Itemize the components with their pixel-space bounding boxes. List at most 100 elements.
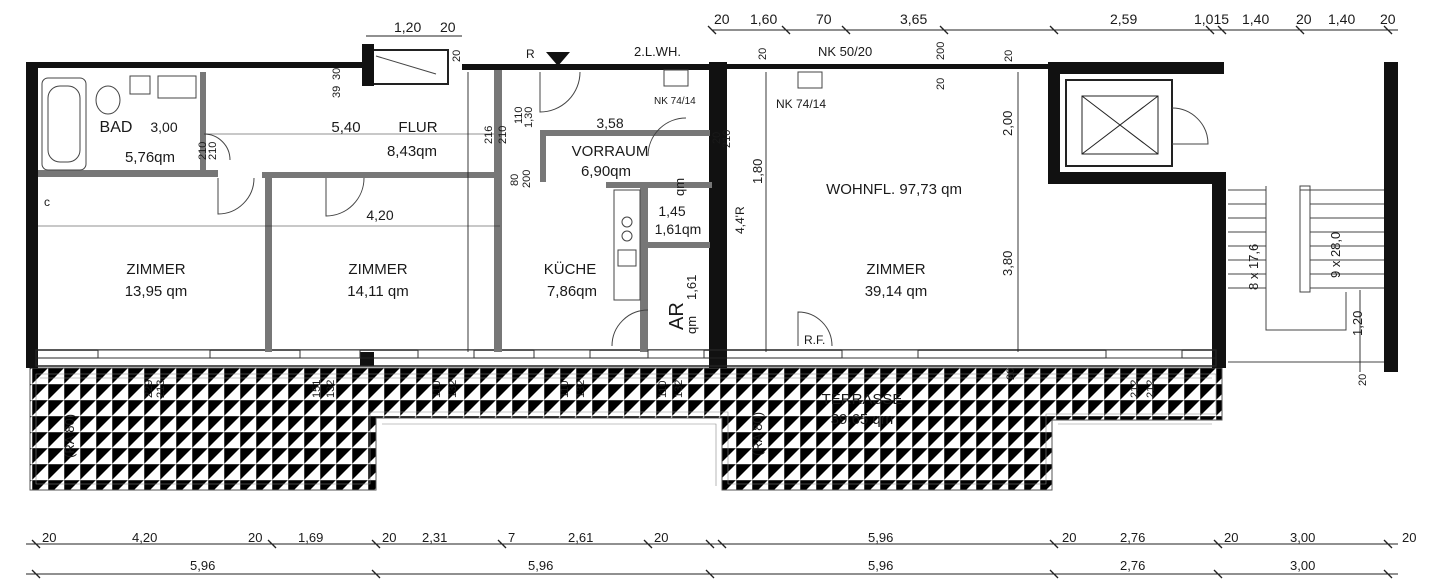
dim-20g: 20 xyxy=(1003,50,1015,62)
vorraum-width: 3,58 xyxy=(596,115,623,131)
nk-box-right xyxy=(797,71,823,89)
toilet xyxy=(95,85,121,115)
b1-5: 2,31 xyxy=(422,530,447,545)
wohnfl-label: WOHNFL. 97,73 qm xyxy=(826,181,962,198)
window-dimensions: 229 213 151 132 110 132 110 132 110 132 … xyxy=(143,380,1157,398)
ar-area: 1,61 xyxy=(684,275,699,300)
dim-210a: 210 xyxy=(197,142,209,160)
vorraum-area: 6,90qm xyxy=(581,163,631,180)
dim-110: 110 xyxy=(513,106,525,124)
win2-bottom: 132 xyxy=(325,380,337,398)
dim-top-d: 1,60 xyxy=(750,11,777,27)
hatch-label: 4,4'R xyxy=(733,206,747,234)
b1-12: 20 xyxy=(1224,530,1238,545)
staircase xyxy=(1228,185,1384,363)
nk-right: NK 74/14 xyxy=(776,97,826,111)
dim-20a: 20 xyxy=(451,50,463,62)
dim-top-g: 2,59 xyxy=(1110,11,1137,27)
b1-7: 2,61 xyxy=(568,530,593,545)
apartment-number: 2.L.WH. xyxy=(634,44,681,59)
flur-area: 8,43qm xyxy=(387,143,437,160)
front-windows xyxy=(97,349,1183,359)
zimmer3-area: 39,14 qm xyxy=(865,283,928,300)
dim-top-l: 20 xyxy=(1380,11,1396,27)
dim-200: 2,00 xyxy=(1000,111,1015,136)
dim-top-i: 1,40 xyxy=(1242,11,1269,27)
b1-11: 2,76 xyxy=(1120,530,1145,545)
dim-120: 1,20 xyxy=(1350,311,1365,336)
zimmer2-width: 4,20 xyxy=(366,207,393,223)
ra-left: (RA 80) xyxy=(62,414,77,458)
b1-8: 20 xyxy=(654,530,668,545)
b1-0: 20 xyxy=(42,530,56,545)
walls xyxy=(26,62,1398,372)
win5-bottom: 132 xyxy=(673,380,685,398)
b2-1: 5,96 xyxy=(528,558,553,573)
dim-80: 80 xyxy=(509,174,521,186)
win1-bottom: 213 xyxy=(155,380,167,398)
dim-top-f: 3,65 xyxy=(900,11,927,27)
dim-top-c: 20 xyxy=(714,11,730,27)
zimmer2-name: ZIMMER xyxy=(348,261,407,278)
win3-top: 110 xyxy=(431,380,443,398)
dim-top-h: 1,015 xyxy=(1194,11,1229,27)
dim-39: 39 xyxy=(331,86,343,98)
zimmer1-name: ZIMMER xyxy=(126,261,185,278)
terrace-floor xyxy=(29,367,1223,491)
ar-name: AR xyxy=(666,302,688,330)
dim-top-j: 20 xyxy=(1296,11,1312,27)
ar-unit: qm xyxy=(684,316,699,334)
dim-200b: 200 xyxy=(935,42,947,60)
b2-2: 5,96 xyxy=(868,558,893,573)
b1-3: 1,69 xyxy=(298,530,323,545)
flur-width: 5,40 xyxy=(331,119,360,136)
dim-20c: 20 xyxy=(757,48,769,60)
kitchen-counter xyxy=(613,189,641,301)
stair-left-label: 8 x 17,6 xyxy=(1246,244,1261,290)
bad-width: 3,00 xyxy=(150,119,177,135)
dim-180: 1,80 xyxy=(750,159,765,184)
b1-6: 7 xyxy=(508,530,515,545)
dim-200a: 200 xyxy=(521,170,533,188)
top-dimensions: 1,20 20 20 1,60 70 3,65 2,59 1,015 1,40 … xyxy=(394,11,1396,35)
dim-20b: 20 xyxy=(711,132,723,144)
bad-area: 5,76qm xyxy=(125,149,175,166)
nk-left: NK 74/14 xyxy=(654,96,696,107)
wc-unit: qm xyxy=(672,178,687,196)
wc-width: 1,45 xyxy=(658,203,685,219)
win3-bottom: 132 xyxy=(447,380,459,398)
sink xyxy=(157,75,197,99)
wc-area: 1,61qm xyxy=(655,221,702,237)
dim-216: 216 xyxy=(483,126,495,144)
dim-130: 1,30 xyxy=(523,107,535,128)
r-label: R xyxy=(526,47,535,61)
dim-30: 30 xyxy=(331,68,343,80)
rf-label: R.F. xyxy=(804,333,825,347)
bottom-dimensions-row1: 20 4,20 20 1,69 20 2,31 7 2,61 20 5,96 2… xyxy=(42,530,1416,545)
kueche-name: KÜCHE xyxy=(544,260,597,278)
bath-cabinet xyxy=(129,75,151,95)
zimmer2-area: 14,11 qm xyxy=(347,283,408,300)
win4-top: 110 xyxy=(559,380,571,398)
terrasse-name: TERRASSE xyxy=(822,391,903,408)
nk-top: NK 50/20 xyxy=(818,44,872,59)
interior-dimensions: 20 39 30 210 210 216 210 110 1,30 80 200… xyxy=(197,42,1369,386)
b2-4: 3,00 xyxy=(1290,558,1315,573)
bad-name: BAD xyxy=(100,119,133,136)
dimension-ticks xyxy=(31,25,1393,579)
win2-top: 151 xyxy=(311,380,323,398)
dim-210b: 210 xyxy=(207,142,219,160)
flur-name: FLUR xyxy=(398,119,437,136)
dim-380: 3,80 xyxy=(1000,251,1015,276)
b2-3: 2,76 xyxy=(1120,558,1145,573)
stair-right-label: 9 x 28,0 xyxy=(1328,232,1343,278)
win4-bottom: 132 xyxy=(575,380,587,398)
b1-14: 20 xyxy=(1402,530,1416,545)
win6-top: 212 xyxy=(1129,380,1141,398)
vorraum-name: VORRAUM xyxy=(572,143,649,160)
win5-top: 110 xyxy=(657,380,669,398)
win1-top: 229 xyxy=(143,380,155,398)
entrance-arrow xyxy=(546,52,570,66)
b1-2: 20 xyxy=(248,530,262,545)
